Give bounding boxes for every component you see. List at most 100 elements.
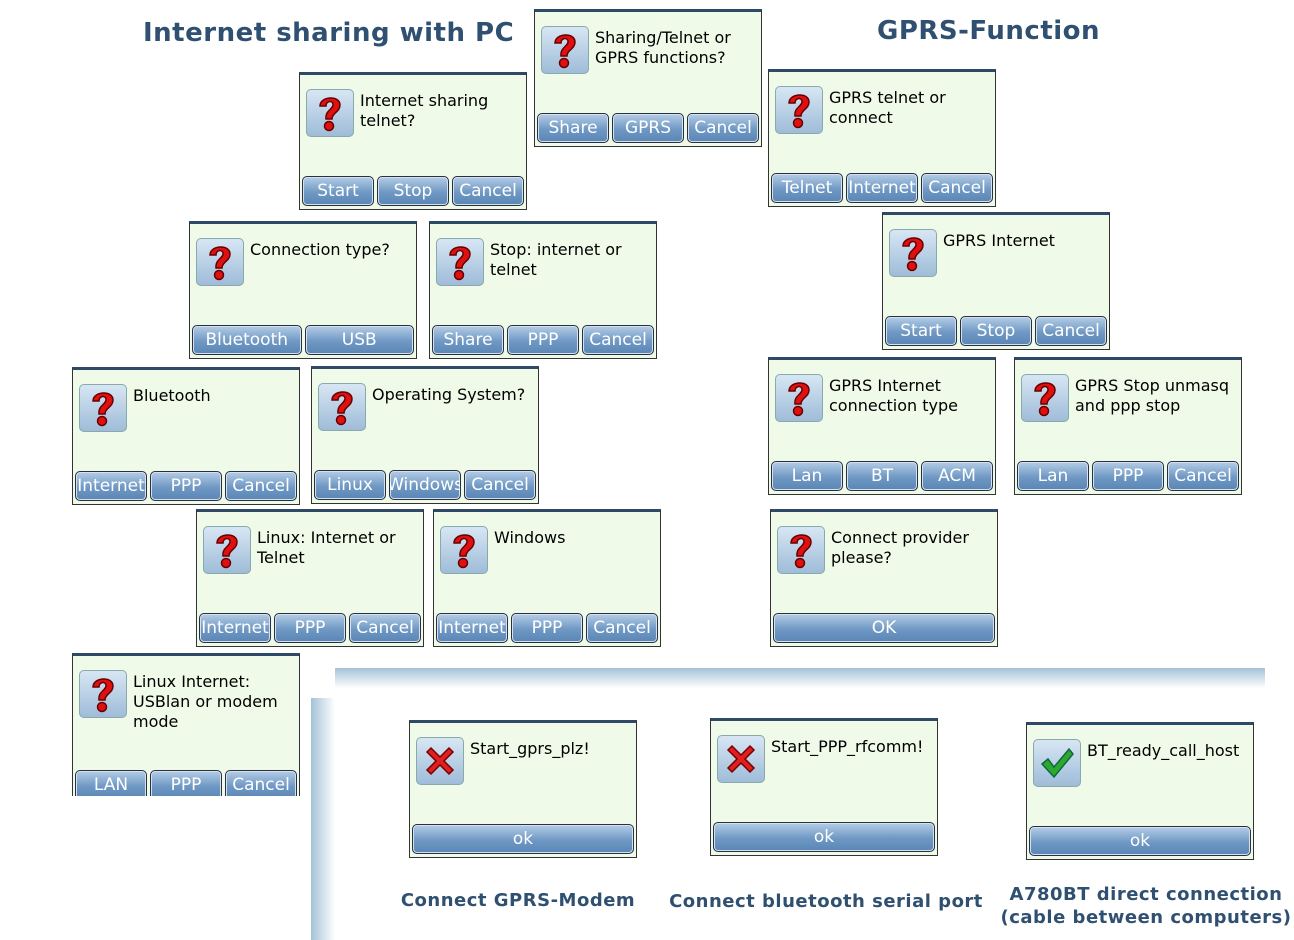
- dialog-buttons: ok: [713, 822, 935, 852]
- cancel-button[interactable]: Cancel: [349, 613, 421, 643]
- dialog-message: Start_PPP_rfcomm!: [771, 737, 924, 756]
- cancel-button[interactable]: Cancel: [921, 173, 993, 203]
- divider-vertical: [311, 698, 335, 940]
- ok-button[interactable]: ok: [1029, 826, 1251, 856]
- cancel-button[interactable]: Cancel: [452, 176, 524, 206]
- ok-button[interactable]: ok: [412, 824, 634, 854]
- dialog-buttons: OK: [773, 613, 995, 643]
- ppp-button[interactable]: PPP: [150, 770, 222, 796]
- caption-gprs-modem: Connect GPRS-Modem: [400, 890, 636, 911]
- cancel-button[interactable]: Cancel: [225, 471, 297, 501]
- dialog-message: Internet sharing telnet?: [360, 91, 489, 130]
- internet-button[interactable]: Internet: [199, 613, 271, 643]
- question-mark-icon: [440, 526, 488, 574]
- cancel-button[interactable]: Cancel: [225, 770, 297, 796]
- question-mark-icon: [79, 670, 127, 718]
- start-button[interactable]: Start: [302, 176, 374, 206]
- cancel-button[interactable]: Cancel: [1167, 461, 1239, 491]
- bluetooth-button[interactable]: Bluetooth: [192, 325, 302, 355]
- acm-button[interactable]: ACM: [921, 461, 993, 491]
- dialog-message: Stop: internet or telnet: [490, 240, 622, 279]
- lan-button[interactable]: LAN: [75, 770, 147, 796]
- linux-button[interactable]: Linux: [314, 470, 386, 500]
- ppp-button[interactable]: PPP: [274, 613, 346, 643]
- dialog-message: Linux Internet: USBlan or modem mode: [133, 672, 278, 731]
- dialog-start-gprs: Start_gprs_plz!ok: [409, 720, 637, 858]
- cancel-button[interactable]: Cancel: [464, 470, 536, 500]
- ppp-button[interactable]: PPP: [507, 325, 579, 355]
- dialog-message: Start_gprs_plz!: [470, 739, 590, 758]
- dialog-message: Bluetooth: [133, 386, 211, 405]
- dialog-message: GPRS Internet: [943, 231, 1055, 250]
- heading-internet-sharing: Internet sharing with PC: [143, 18, 515, 48]
- internet-button[interactable]: Internet: [846, 173, 918, 203]
- share-button[interactable]: Share: [432, 325, 504, 355]
- usb-button[interactable]: USB: [304, 325, 414, 355]
- lan-button[interactable]: Lan: [1017, 461, 1089, 491]
- cancel-button[interactable]: Cancel: [582, 325, 654, 355]
- cancel-button[interactable]: Cancel: [687, 113, 759, 143]
- stop-button[interactable]: Stop: [377, 176, 449, 206]
- dialog-message: Linux: Internet or Telnet: [257, 528, 396, 567]
- dialog-message: Connect provider please?: [831, 528, 969, 567]
- stop-button[interactable]: Stop: [960, 316, 1032, 346]
- internet-button[interactable]: Internet: [436, 613, 508, 643]
- question-mark-icon: [889, 229, 937, 277]
- question-mark-icon: [306, 89, 354, 137]
- checkmark-icon: [1033, 739, 1081, 787]
- question-mark-icon: [541, 26, 589, 74]
- dialog-message: Connection type?: [250, 240, 390, 259]
- dialog-message: Windows: [494, 528, 566, 547]
- share-button[interactable]: Share: [537, 113, 609, 143]
- question-mark-icon: [1021, 374, 1069, 422]
- windows-button[interactable]: Windows: [389, 470, 461, 500]
- start-button[interactable]: Start: [885, 316, 957, 346]
- dialog-start-ppp-rfcomm: Start_PPP_rfcomm!ok: [710, 718, 938, 856]
- lan-button[interactable]: Lan: [771, 461, 843, 491]
- ppp-button[interactable]: PPP: [511, 613, 583, 643]
- question-mark-icon: [203, 526, 251, 574]
- cancel-button[interactable]: Cancel: [586, 613, 658, 643]
- error-x-icon: [717, 735, 765, 783]
- dialog-message: GPRS Internet connection type: [829, 376, 958, 415]
- internet-button[interactable]: Internet: [75, 471, 147, 501]
- dialog-message: Sharing/Telnet or GPRS functions?: [595, 28, 731, 67]
- bt-button[interactable]: BT: [846, 461, 918, 491]
- ppp-button[interactable]: PPP: [1092, 461, 1164, 491]
- question-mark-icon: [79, 384, 127, 432]
- ok-button[interactable]: ok: [713, 822, 935, 852]
- question-mark-icon: [436, 238, 484, 286]
- error-x-icon: [416, 737, 464, 785]
- heading-gprs-function: GPRS-Function: [877, 16, 1101, 46]
- ppp-button[interactable]: PPP: [150, 471, 222, 501]
- cancel-button[interactable]: Cancel: [1035, 316, 1107, 346]
- ok-button[interactable]: OK: [773, 613, 995, 643]
- caption-bt-serial: Connect bluetooth serial port: [669, 891, 983, 912]
- dialog-message: BT_ready_call_host: [1087, 741, 1240, 760]
- gprs-button[interactable]: GPRS: [612, 113, 684, 143]
- caption-direct-line1: A780BT direct connection: [1009, 884, 1283, 905]
- dialog-message: GPRS telnet or connect: [829, 88, 946, 127]
- telnet-button[interactable]: Telnet: [771, 173, 843, 203]
- dialog-buttons: ok: [412, 824, 634, 854]
